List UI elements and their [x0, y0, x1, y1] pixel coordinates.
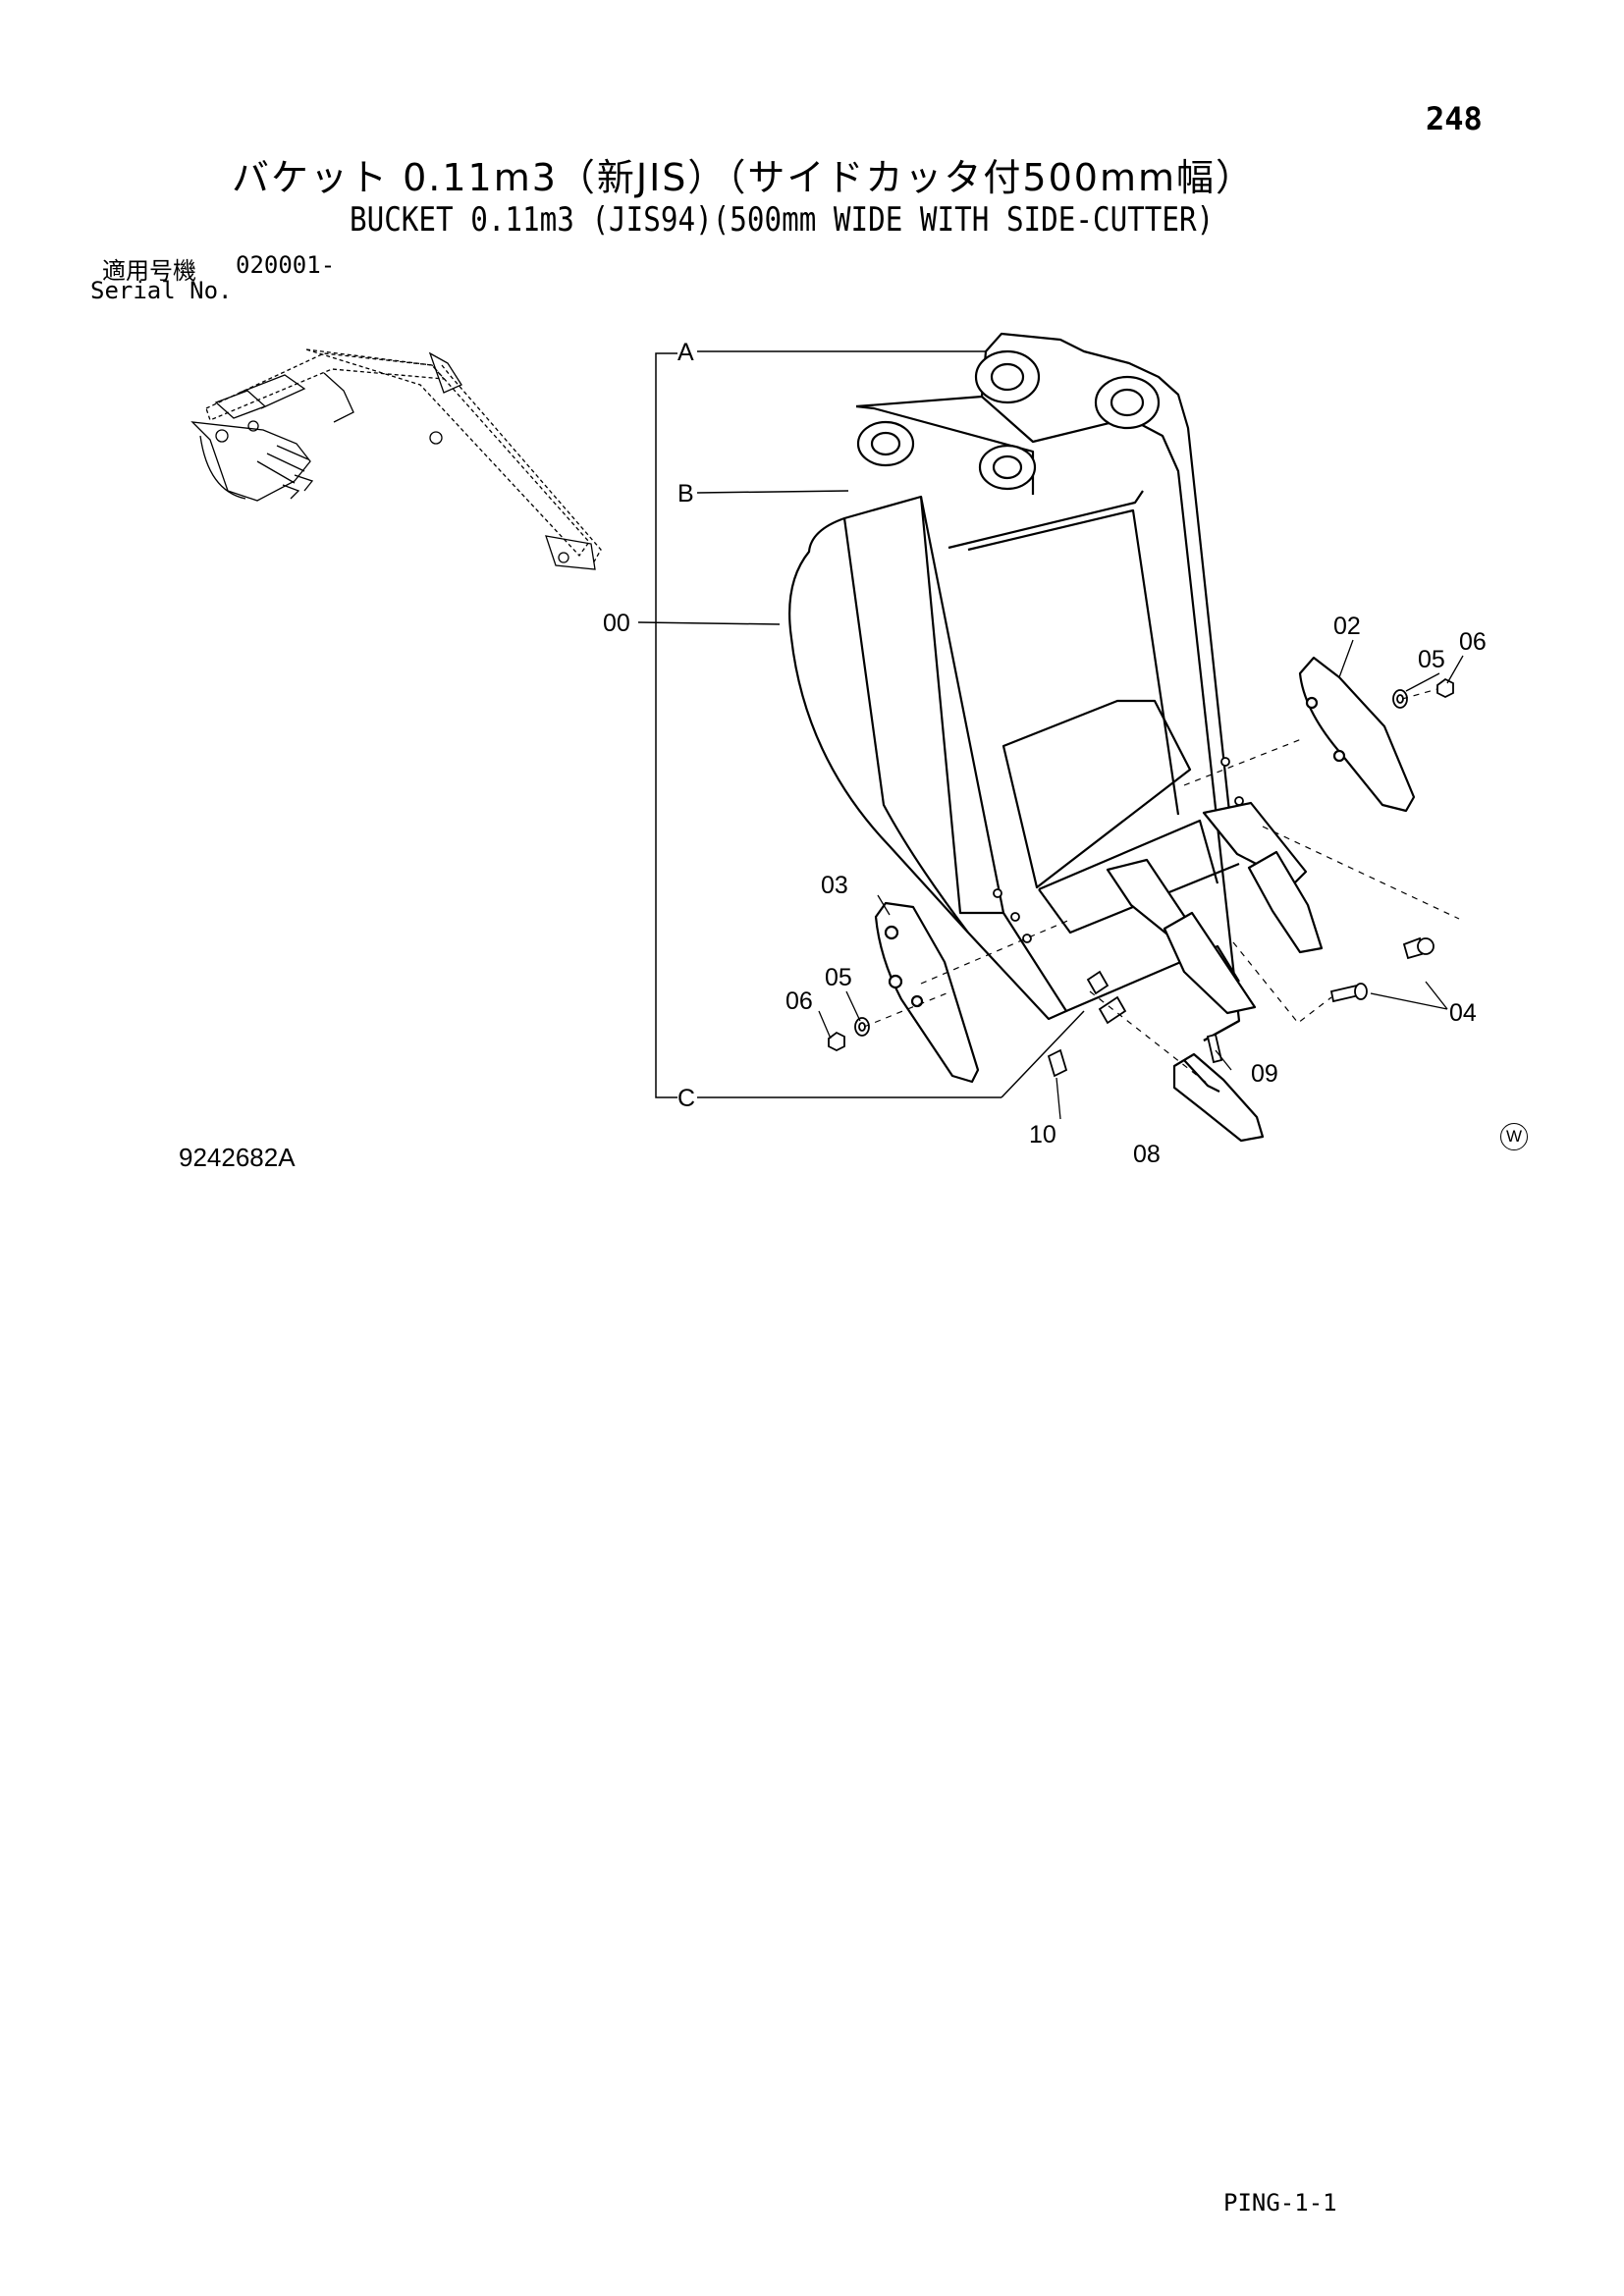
callout-b: B	[677, 480, 694, 507]
page-number: 248	[1426, 100, 1483, 137]
serial-label-japanese: 適用号機	[102, 257, 196, 285]
assembly-lines	[863, 688, 1460, 1085]
callout-10: 10	[1029, 1121, 1056, 1148]
excavator-thumbnail	[190, 348, 602, 570]
title-japanese: バケット 0.11m3（新JIS）（サイドカッタ付500mm幅）	[232, 156, 1255, 199]
footer-page-code: PING-1-1	[1223, 2189, 1337, 2216]
callout-09: 09	[1251, 1060, 1278, 1088]
serial-label-english: Serial No.	[90, 277, 233, 304]
callout-08: 08	[1133, 1141, 1161, 1168]
side-cutter-right	[1298, 656, 1416, 813]
tooth-loose	[1172, 1052, 1265, 1143]
callout-02: 02	[1333, 613, 1361, 640]
drawing-number: 9242682A	[179, 1143, 296, 1172]
hardware-parts	[828, 677, 1454, 1078]
callout-03: 03	[821, 872, 848, 899]
callout-c: C	[677, 1085, 695, 1112]
callout-06-left: 06	[785, 988, 813, 1015]
reference-leaders	[637, 350, 1085, 1098]
copyright-mark: W	[1500, 1123, 1528, 1150]
callout-04: 04	[1449, 999, 1477, 1027]
side-cutter-left	[874, 901, 980, 1084]
part-number-leaders	[818, 639, 1464, 1120]
bucket-main-body	[788, 332, 1268, 1041]
callout-a: A	[677, 339, 694, 366]
callout-06-right: 06	[1459, 628, 1487, 656]
callout-05-left: 05	[825, 964, 852, 991]
side-plate-holes	[993, 757, 1244, 943]
serial-number-value: 020001-	[236, 251, 336, 279]
bucket-teeth	[1106, 801, 1324, 1015]
callout-00: 00	[603, 610, 630, 637]
callout-05-right: 05	[1418, 646, 1445, 673]
title-english: BUCKET 0.11m3 (JIS94)(500mm WIDE WITH SI…	[350, 200, 1215, 240]
bucket-pin-bosses	[856, 349, 1161, 491]
